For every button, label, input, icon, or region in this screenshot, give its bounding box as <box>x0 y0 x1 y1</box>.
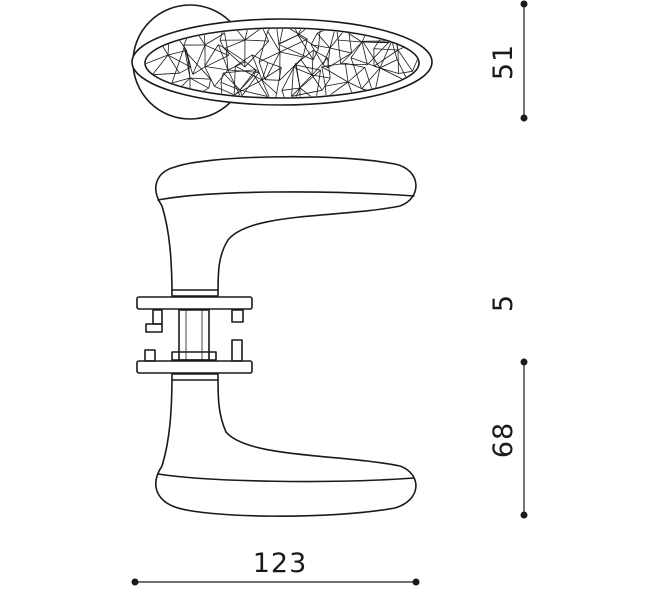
grip-oval-inner <box>144 27 420 99</box>
dimension-gap: 5 <box>488 294 519 312</box>
lower-plate <box>136 360 253 374</box>
lower-lever <box>155 373 417 517</box>
upper-lever-outline <box>155 155 417 297</box>
grip-oval-outer <box>131 18 433 106</box>
dimension-lever-height: 68 <box>488 358 528 519</box>
dimension-lever-length: 123 <box>131 548 420 586</box>
lower-lever-crease <box>157 473 415 483</box>
dimension-label-123: 123 <box>253 548 308 579</box>
upper-lever-crease <box>157 191 415 201</box>
dimension-label-68: 68 <box>488 422 519 458</box>
top-view <box>131 4 433 120</box>
upper-lever <box>155 155 417 297</box>
mounting-assembly <box>136 296 253 374</box>
lower-lever-outline <box>155 373 417 517</box>
upper-plate <box>136 296 253 310</box>
crystal-pattern <box>146 29 418 97</box>
dimension-rose-height: 51 <box>488 0 528 122</box>
dimension-label-5: 5 <box>488 294 519 312</box>
dimension-label-51: 51 <box>488 44 519 80</box>
